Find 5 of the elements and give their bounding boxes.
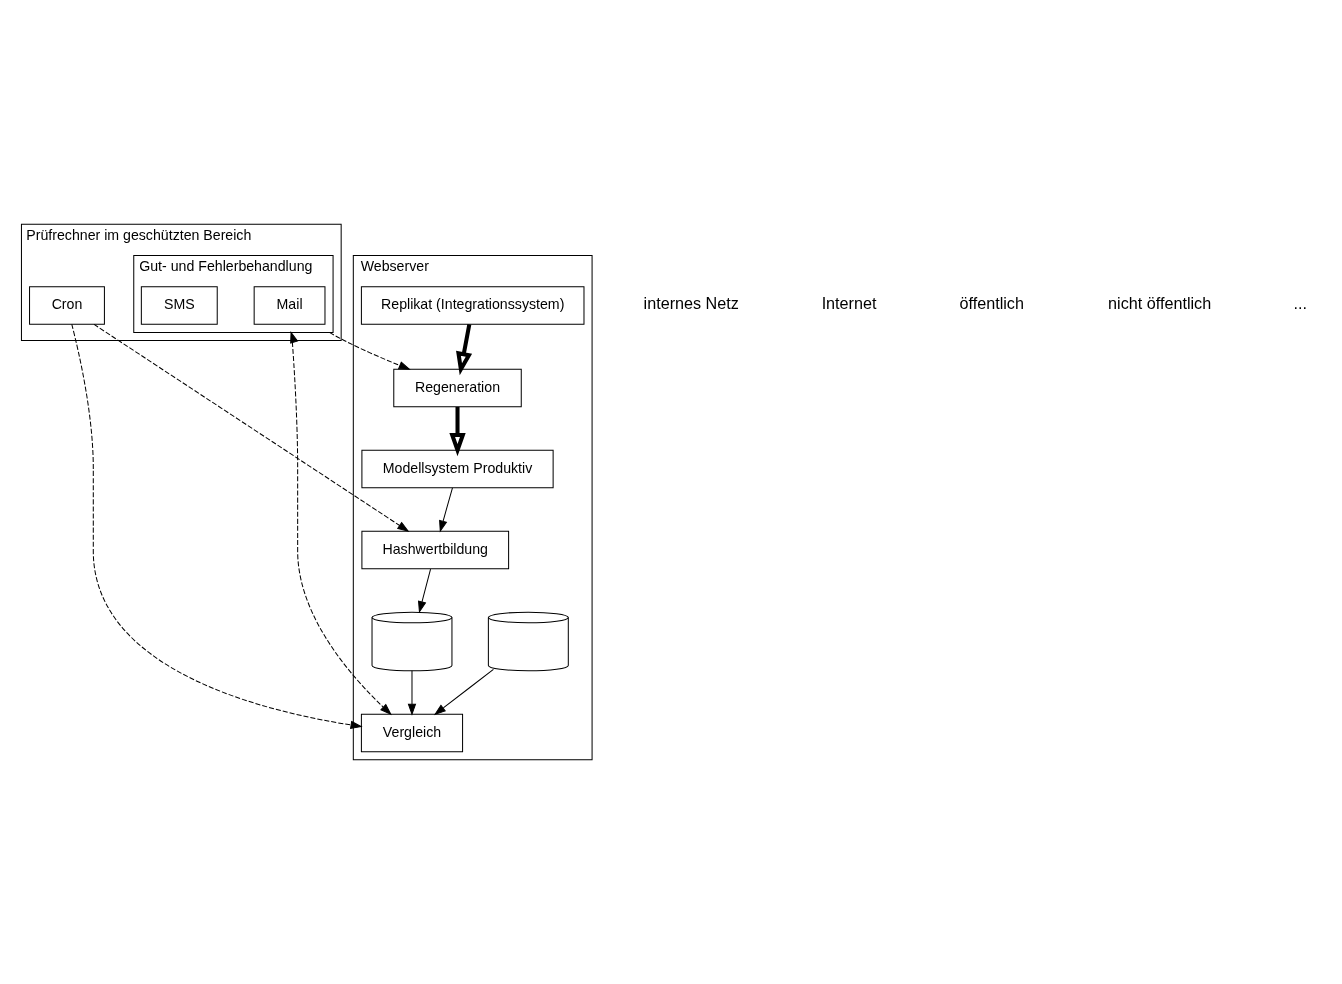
label: öffentlich xyxy=(959,294,1024,313)
label: ... xyxy=(1293,294,1307,313)
label: Internet xyxy=(821,294,876,313)
label: nicht öffentlich xyxy=(1107,294,1211,313)
label: internes Netz xyxy=(643,294,739,313)
